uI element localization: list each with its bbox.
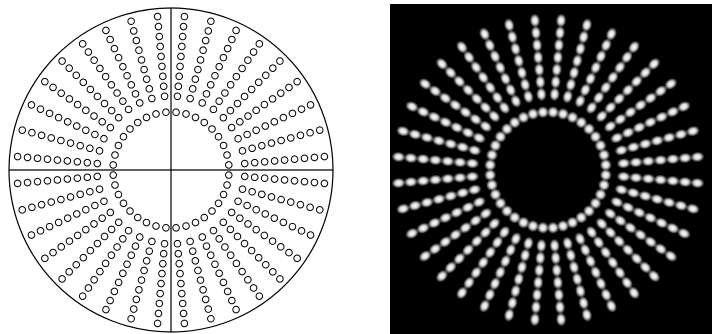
inner-ring-spot bbox=[557, 220, 569, 232]
inner-ring-spot bbox=[600, 159, 612, 171]
fiber-bundle-image-canvas bbox=[390, 4, 712, 334]
inner-ring-spot bbox=[598, 149, 610, 161]
inner-ring-spot bbox=[484, 159, 496, 171]
inner-ring-spot bbox=[486, 179, 498, 191]
inner-ring-spot bbox=[537, 222, 549, 234]
inner-ring-spot bbox=[547, 106, 559, 118]
fiber-layout-schematic bbox=[0, 0, 342, 334]
fiber-bundle-image bbox=[390, 4, 712, 334]
image-background bbox=[390, 4, 712, 334]
inner-ring-spot bbox=[527, 108, 539, 120]
